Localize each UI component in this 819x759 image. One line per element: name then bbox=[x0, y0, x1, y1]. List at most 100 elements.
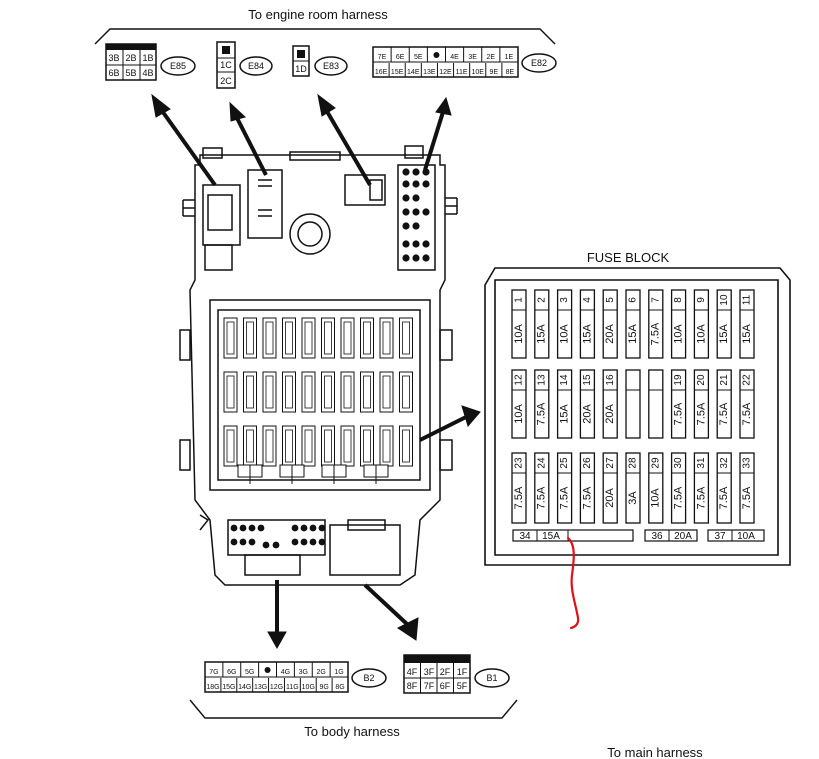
fuse-rating: 7.5A bbox=[559, 486, 571, 509]
fuse-rating: 10A bbox=[559, 324, 571, 344]
fuse-rating: 20A bbox=[604, 488, 616, 508]
fuse-slot bbox=[648, 369, 664, 439]
e85-pin-6b: 6B bbox=[108, 68, 119, 78]
fuse-rating: 7.5A bbox=[695, 486, 707, 509]
fuse-slot: 1 10A bbox=[511, 289, 527, 359]
fuse-number: 5 bbox=[605, 297, 616, 303]
fuse-block-outline bbox=[484, 267, 791, 566]
engine-room-caption: To engine room harness bbox=[248, 7, 388, 22]
relay-socket bbox=[321, 464, 347, 484]
b1-pin-2f: 2F bbox=[440, 667, 451, 677]
b2-pin: 10G bbox=[302, 684, 315, 691]
mini-fuse bbox=[399, 317, 413, 359]
fuse-rating: 20A bbox=[581, 404, 593, 424]
b1-pin-1f: 1F bbox=[457, 667, 468, 677]
fuse-slot: 207.5A bbox=[693, 369, 710, 439]
e85-pin-5b: 5B bbox=[125, 68, 136, 78]
pin-dot bbox=[402, 180, 410, 188]
e85-id: E85 bbox=[170, 61, 186, 71]
b2-pin: 3G bbox=[299, 669, 308, 676]
fuse-slot: 197.5A bbox=[670, 369, 687, 439]
fuse-number: 21 bbox=[719, 374, 730, 386]
e82-pin: 8E bbox=[506, 69, 515, 76]
fuse-number: 10 bbox=[719, 294, 730, 306]
fuse-number: 23 bbox=[514, 457, 525, 469]
pin-dot bbox=[422, 240, 430, 248]
e82-pin: 9E bbox=[490, 69, 499, 76]
mini-fuse bbox=[360, 425, 374, 467]
b1-pin-3f: 3F bbox=[424, 667, 435, 677]
fuse-slot: 21 7.5A bbox=[716, 369, 732, 439]
fuse-slot: 337.5A bbox=[739, 452, 755, 524]
b1-id: B1 bbox=[486, 673, 497, 683]
pin-dot bbox=[412, 208, 420, 216]
pin-dot bbox=[422, 168, 430, 176]
fuse-rating: 7.5A bbox=[513, 486, 525, 509]
mini-fuse bbox=[262, 425, 277, 467]
mini-fuse bbox=[223, 317, 238, 359]
fuse-number: 13 bbox=[536, 374, 547, 386]
b2-pin: 15G bbox=[222, 684, 235, 691]
mini-fuse bbox=[321, 425, 335, 467]
mini-fuse bbox=[282, 371, 296, 413]
pin-dot bbox=[412, 222, 420, 230]
fuse-slot: 23 7.5A bbox=[511, 452, 527, 524]
fuse-rating: 10A bbox=[513, 324, 525, 344]
mini-fuse bbox=[379, 371, 394, 413]
mini-fuse bbox=[379, 425, 394, 467]
b1-pin-6f: 6F bbox=[440, 681, 451, 691]
connector-e83: 1D E83 bbox=[292, 45, 348, 77]
junction-box bbox=[179, 145, 458, 586]
e82-pin: 10E bbox=[471, 69, 484, 76]
fuse-number: 32 bbox=[719, 457, 730, 469]
connector-b1: 4F 3F 2F 1F 8F 7F 6F 5F B1 bbox=[403, 654, 510, 694]
pin-dot bbox=[257, 524, 265, 532]
mini-fuse bbox=[399, 371, 413, 413]
fuse-rating: 10A bbox=[737, 531, 755, 542]
fuse-slot: 317.5A bbox=[693, 452, 710, 524]
fuse-rating: 7.5A bbox=[741, 402, 753, 425]
fuse-rating: 7.5A bbox=[581, 486, 593, 509]
fuse-block-title: FUSE BLOCK bbox=[587, 250, 670, 265]
fuse-rating: 7.5A bbox=[536, 402, 548, 425]
fuse-number: 14 bbox=[559, 374, 570, 386]
fuse-number: 34 bbox=[519, 531, 531, 542]
fuse-rating: 15A bbox=[627, 324, 639, 344]
pin-dot bbox=[300, 538, 308, 546]
fuse-slot: 77.5A bbox=[648, 289, 664, 359]
pin-dot bbox=[412, 254, 420, 262]
b2-pin: 9G bbox=[319, 684, 328, 691]
fuse-rating: 15A bbox=[542, 531, 560, 542]
fuse-number: 1 bbox=[514, 297, 525, 303]
fuse-rating: 10A bbox=[673, 324, 685, 344]
mini-fuse bbox=[282, 317, 296, 359]
mini-fuse bbox=[301, 425, 316, 467]
pin-dot bbox=[309, 524, 317, 532]
pin-dot bbox=[412, 194, 420, 202]
junction-box-pin-dots bbox=[230, 168, 430, 549]
mini-fuse bbox=[243, 371, 257, 413]
fuse-slot: 307.5A bbox=[670, 452, 687, 524]
fuse-number: 7 bbox=[650, 297, 661, 303]
pin-dot bbox=[248, 538, 256, 546]
b2-pin: 7G bbox=[209, 669, 218, 676]
fuse-number: 26 bbox=[582, 457, 593, 469]
b2-pin: 4G bbox=[281, 669, 290, 676]
fuse-rating: 20A bbox=[604, 404, 616, 424]
fuse-rating: 3A bbox=[627, 491, 639, 505]
b2-pin: 11G bbox=[286, 684, 299, 691]
fuse-rating: 7.5A bbox=[718, 402, 730, 425]
fuse-slot: 227.5A bbox=[739, 369, 755, 439]
b2-pin: 14G bbox=[238, 684, 251, 691]
mini-fuse bbox=[262, 371, 277, 413]
fuse-slot-bottom: 34 15A bbox=[512, 529, 634, 542]
